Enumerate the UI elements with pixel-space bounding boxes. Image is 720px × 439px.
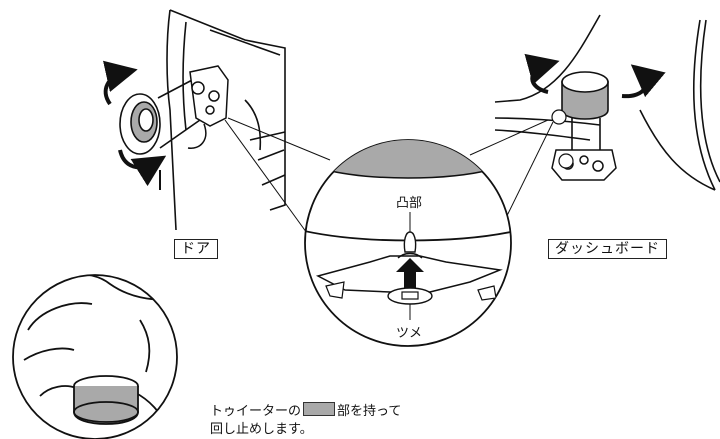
magnifier-detail — [304, 139, 512, 347]
instruction-prefix: トゥイーターの — [210, 404, 302, 419]
protrusion-label: 凸部 — [396, 196, 423, 211]
rotate-arrow-icon — [102, 60, 167, 187]
callout-line — [224, 119, 313, 241]
door-panel — [166, 9, 286, 231]
dashboard-label: ダッシュボード — [548, 239, 667, 259]
up-arrow-icon — [396, 258, 424, 288]
door-label: ドア — [174, 239, 218, 259]
grip-area-swatch — [303, 402, 336, 416]
dashboard-panel — [494, 14, 720, 191]
door-tweeter — [119, 77, 201, 155]
rotate-arrow-icon — [524, 53, 666, 99]
instruction-after-swatch: 部を持って — [337, 404, 402, 419]
instruction-text: トゥイーターの 部を持って 回し止めします。 — [210, 402, 401, 439]
hand-detail — [12, 274, 178, 439]
callout-line — [499, 121, 554, 231]
door-bracket — [187, 65, 229, 149]
dashboard-tweeter — [561, 71, 609, 150]
callout-line — [227, 117, 331, 161]
claw-label: ツメ — [396, 326, 423, 341]
callout-line — [469, 119, 549, 156]
instruction-line2: 回し止めします。 — [210, 422, 313, 437]
